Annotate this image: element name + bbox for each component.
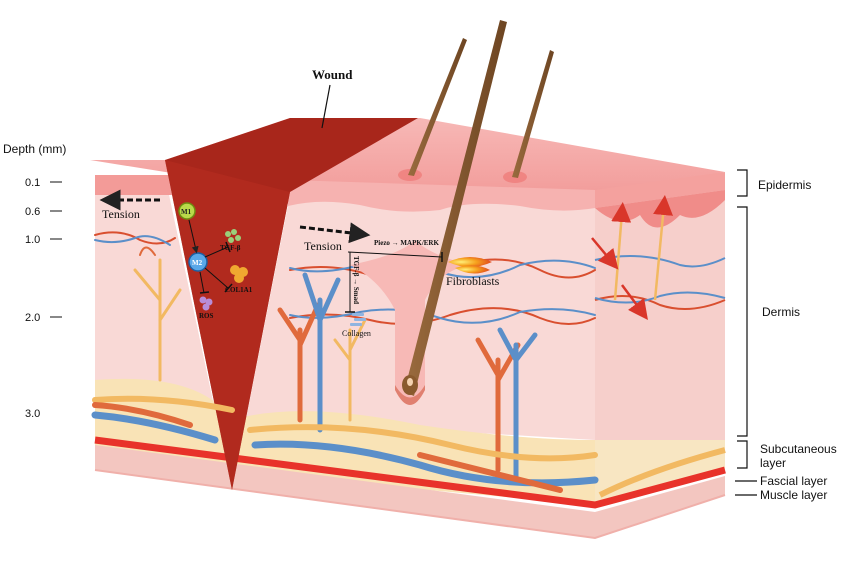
dermis-label: Dermis xyxy=(762,305,800,319)
dermis-side-face xyxy=(595,175,725,470)
tgf-smad-label: TGF-β → Smad xyxy=(352,256,360,304)
subcutaneous-label-line2: layer xyxy=(760,456,786,470)
depth-tick-0.1: 0.1 xyxy=(25,177,40,189)
ros-label: ROS xyxy=(199,312,214,320)
m2-label: M2 xyxy=(192,259,203,267)
muscle-layer xyxy=(95,445,725,538)
depth-axis-label: Depth (mm) xyxy=(3,142,66,156)
tension-arrow-right xyxy=(299,222,371,244)
wound-title: Wound xyxy=(312,67,353,82)
depth-axis: Depth (mm) 0.1 0.6 1.0 2.0 3.0 xyxy=(3,142,66,420)
depth-tick-2.0: 2.0 xyxy=(25,312,40,324)
collagen-icon xyxy=(350,313,366,326)
tension-label-left: Tension xyxy=(102,207,140,221)
depth-tick-0.6: 0.6 xyxy=(25,206,40,218)
tgf-beta-label: TGF-β xyxy=(220,244,241,252)
vessels-left xyxy=(94,231,182,382)
epidermis-label: Epidermis xyxy=(758,178,811,192)
fibroblasts-icon xyxy=(448,257,492,274)
layer-brackets xyxy=(735,169,757,496)
m1-macrophage xyxy=(178,202,196,220)
col1a1-icon xyxy=(230,265,248,283)
piezo-pathway-label: Piezo → MAPK/ERK xyxy=(374,239,439,247)
fibroblasts-label: Fibroblasts xyxy=(446,274,500,288)
depth-tick-1.0: 1.0 xyxy=(25,234,40,246)
subcutaneous-label-line1: Subcutaneous xyxy=(760,442,837,456)
m1-label: M1 xyxy=(181,208,192,216)
fascial-layer-label: Fascial layer xyxy=(760,474,827,488)
ros-icon xyxy=(199,296,213,311)
collagen-label: Collagen xyxy=(342,329,371,338)
hair-follicles xyxy=(350,20,554,405)
fascial-layer-line xyxy=(94,436,726,509)
col1a1-label: COL1A1 xyxy=(225,286,253,294)
epidermis-front-band xyxy=(95,175,172,195)
mechanotransduction-arrows xyxy=(591,195,674,321)
tgf-beta-molecules xyxy=(225,229,241,243)
tension-label-right: Tension xyxy=(304,239,342,253)
depth-tick-3.0: 3.0 xyxy=(25,408,40,420)
muscle-layer-label: Muscle layer xyxy=(760,488,827,502)
